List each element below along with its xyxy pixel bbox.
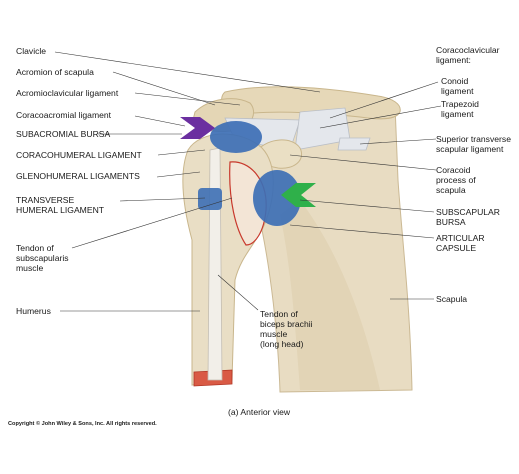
label-clavicle: Clavicle	[16, 46, 47, 56]
label-glenohumeral-ligaments: GLENOHUMERAL LIGAMENTS	[16, 171, 140, 181]
purple-arrow-icon	[180, 117, 215, 139]
copyright-notice: Copyright © John Wiley & Sons, Inc. All …	[8, 421, 157, 427]
label-transverse-humeral-ligament: TRANSVERSE HUMERAL LIGAMENT	[16, 195, 105, 215]
label-humerus: Humerus	[16, 306, 51, 316]
label-acromioclavicular-ligament: Acromioclavicular ligament	[16, 88, 119, 98]
label-subacromial-bursa: SUBACROMIAL BURSA	[16, 129, 111, 139]
figure-caption: (a) Anterior view	[228, 407, 291, 417]
leader-lines-right	[289, 81, 442, 300]
subscapular-bursa-shape	[253, 170, 301, 226]
subacromial-bursa-shape	[210, 121, 262, 153]
label-coracoid-process: Coracoid process of scapula	[436, 165, 476, 195]
label-coracoacromial-ligament: Coracoacromial ligament	[16, 110, 112, 120]
label-conoid-ligament: Conoid ligament	[441, 76, 474, 96]
green-arrow-icon	[281, 183, 316, 207]
biceps-tendon-shape	[207, 147, 223, 381]
label-tendon-subscapularis: Tendon of subscapularis muscle	[16, 243, 69, 273]
label-tendon-biceps: Tendon of biceps brachii muscle (long he…	[260, 309, 313, 349]
label-subscapular-bursa: SUBSCAPULAR BURSA	[436, 207, 500, 227]
transverse-humeral-band	[198, 188, 222, 210]
superior-transverse-ligament-shape	[337, 137, 371, 151]
label-acromion: Acromion of scapula	[16, 67, 94, 77]
label-articular-capsule: ARTICULAR CAPSULE	[436, 233, 485, 253]
label-scapula: Scapula	[436, 294, 468, 304]
leader-lines-left	[54, 51, 321, 312]
label-coracoclavicular-ligament: Coracoclavicular ligament:	[436, 45, 500, 65]
label-coracohumeral-ligament: CORACOHUMERAL LIGAMENT	[16, 150, 142, 160]
label-trapezoid-ligament: Trapezoid ligament	[441, 99, 479, 119]
scapula-shading	[280, 200, 380, 390]
label-superior-transverse-ligament: Superior transverse scapular ligament	[436, 134, 511, 154]
